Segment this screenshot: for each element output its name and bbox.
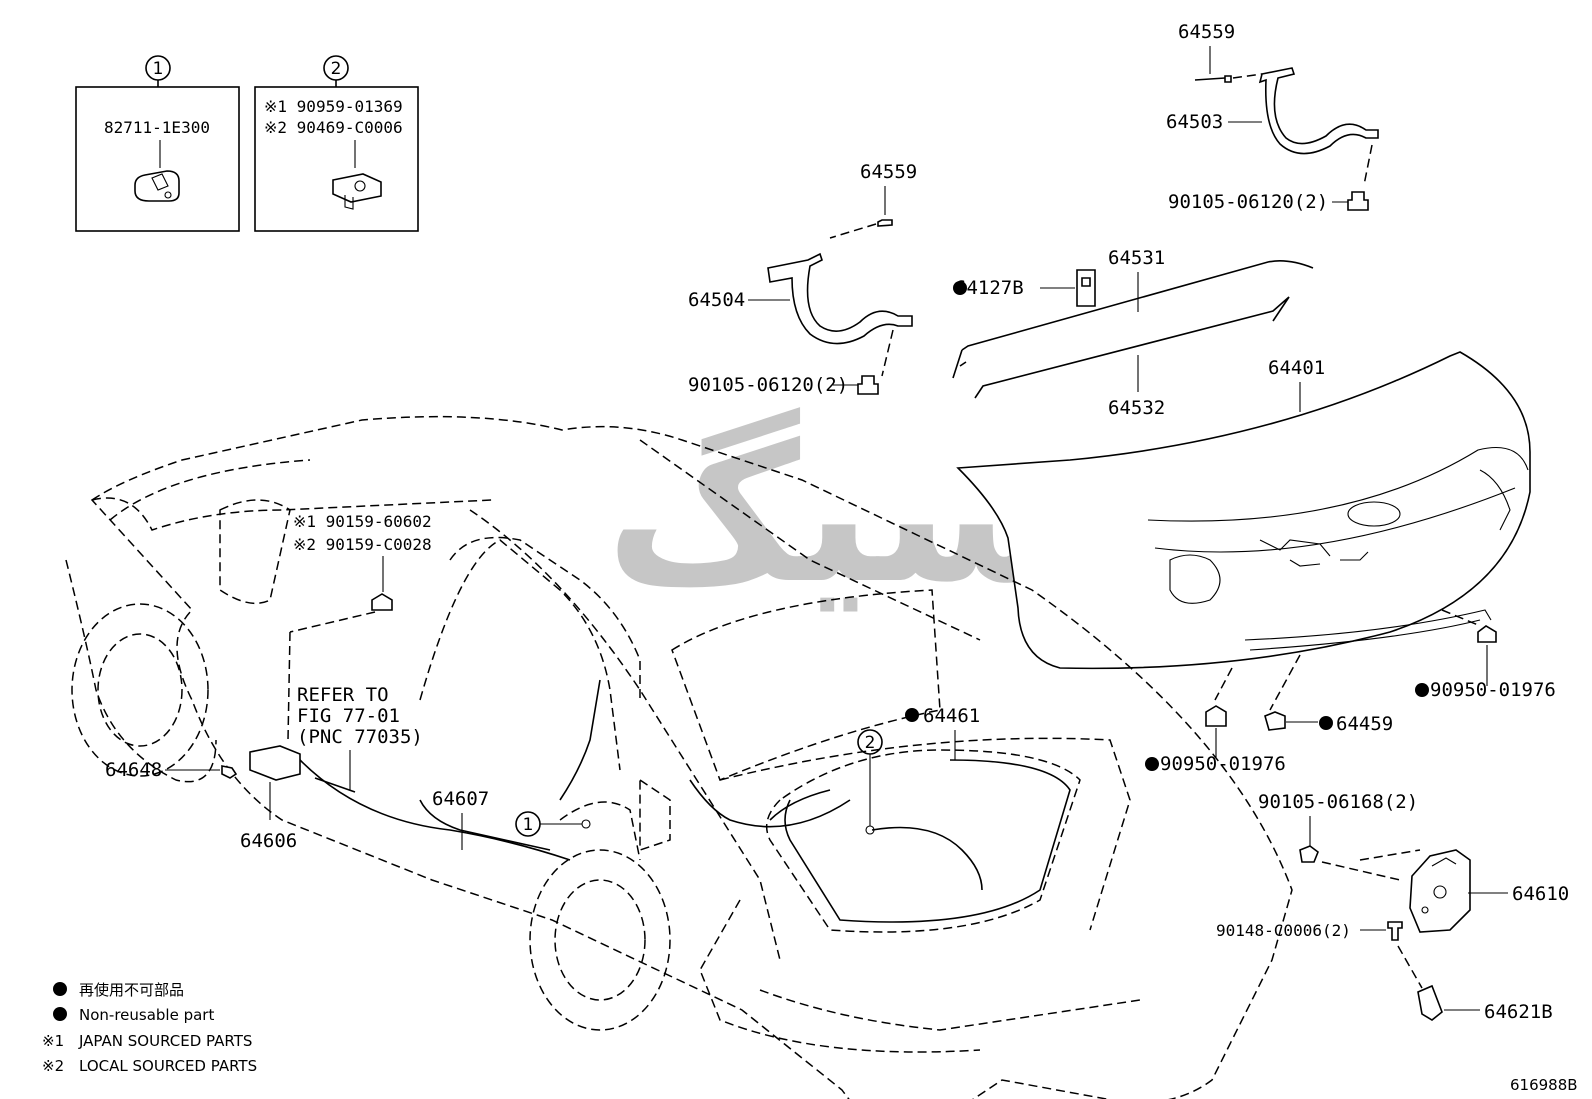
label-64610[interactable]: 64610 [1512,883,1569,905]
label-90148[interactable]: 90148-C0006(2) [1216,921,1351,940]
label-64461[interactable]: 64461 [923,705,980,727]
legend-symbol-3: ※1 [42,1032,64,1050]
label-64127b[interactable]: 64127B [955,277,1024,299]
legend-item-4: LOCAL SOURCED PARTS [79,1057,257,1075]
torsion-bars[interactable]: 64531 64532 64127B [952,247,1314,419]
inset-2: 2 ※1 90959-01369 ※2 90469-C0006 [254,55,419,232]
label-90159-1[interactable]: ※1 90159-60602 [293,512,432,531]
watermark: سیگ [606,404,1065,625]
clip-part-icon [134,170,180,202]
weatherstrip-64461[interactable]: 64461 2 [857,705,983,891]
fuel-door-parts[interactable]: ※1 90159-60602 ※2 90159-C0028 REFER TO F… [105,512,591,852]
trunk-lid-64401[interactable]: 64401 [956,351,1531,670]
label-64531[interactable]: 64531 [1108,247,1165,269]
inset-2-part-1[interactable]: ※1 90959-01369 [264,97,403,116]
label-64607[interactable]: 64607 [432,788,489,810]
label-90105-mid[interactable]: 90105-06120(2) [688,374,848,396]
refer-text-1[interactable]: REFER TO [297,684,389,706]
inset-1-part[interactable]: 82711-1E300 [104,118,210,137]
inset-2-number: 2 [331,59,342,79]
circle-ref-2[interactable]: 2 [865,733,876,753]
label-64621b[interactable]: 64621B [1484,1001,1553,1023]
label-64559-mid[interactable]: 64559 [860,161,917,183]
label-64606[interactable]: 64606 [240,830,297,852]
inset-1: 1 82711-1E300 [75,55,240,232]
figure-id: 616988B [1510,1076,1578,1094]
hinge-64503[interactable]: 64559 64503 90105-06120(2) [1166,21,1379,213]
refer-text-3[interactable]: (PNC 77035) [297,726,423,748]
label-64503[interactable]: 64503 [1166,111,1223,133]
hinge-64504[interactable]: 64559 64504 90105-06120(2) [688,161,917,396]
lock-assembly[interactable]: 90105-06168(2) 64610 90148-C0006(2) 6462… [1216,791,1569,1023]
label-90105-06168[interactable]: 90105-06168(2) [1258,791,1418,813]
legend-item-2: Non-reusable part [79,1006,214,1024]
car-body [65,415,1293,1099]
legend-item-1: 再使用不可部品 [79,981,184,999]
label-64459[interactable]: 64459 [1336,713,1393,735]
stoppers[interactable]: 90950-01976 90950-01976 64459 [1145,609,1556,775]
label-64504[interactable]: 64504 [688,289,745,311]
legend-item-3: JAPAN SOURCED PARTS [78,1032,252,1050]
label-64648[interactable]: 64648 [105,759,162,781]
circle-ref-1[interactable]: 1 [523,815,534,835]
label-90950-left[interactable]: 90950-01976 [1160,753,1286,775]
label-64532[interactable]: 64532 [1108,397,1165,419]
inset-1-number: 1 [153,59,164,79]
label-64559-top[interactable]: 64559 [1178,21,1235,43]
label-90159-2[interactable]: ※2 90159-C0028 [293,535,432,554]
legend-symbol-4: ※2 [42,1057,64,1075]
clamp-part-icon [332,173,382,210]
refer-text-2[interactable]: FIG 77-01 [297,705,400,727]
label-90950-right[interactable]: 90950-01976 [1430,679,1556,701]
label-90105-top[interactable]: 90105-06120(2) [1168,191,1328,213]
legend: 再使用不可部品 Non-reusable part ※1 JAPAN SOURC… [42,981,257,1075]
inset-2-part-2[interactable]: ※2 90469-C0006 [264,118,403,137]
label-64401[interactable]: 64401 [1268,357,1325,379]
